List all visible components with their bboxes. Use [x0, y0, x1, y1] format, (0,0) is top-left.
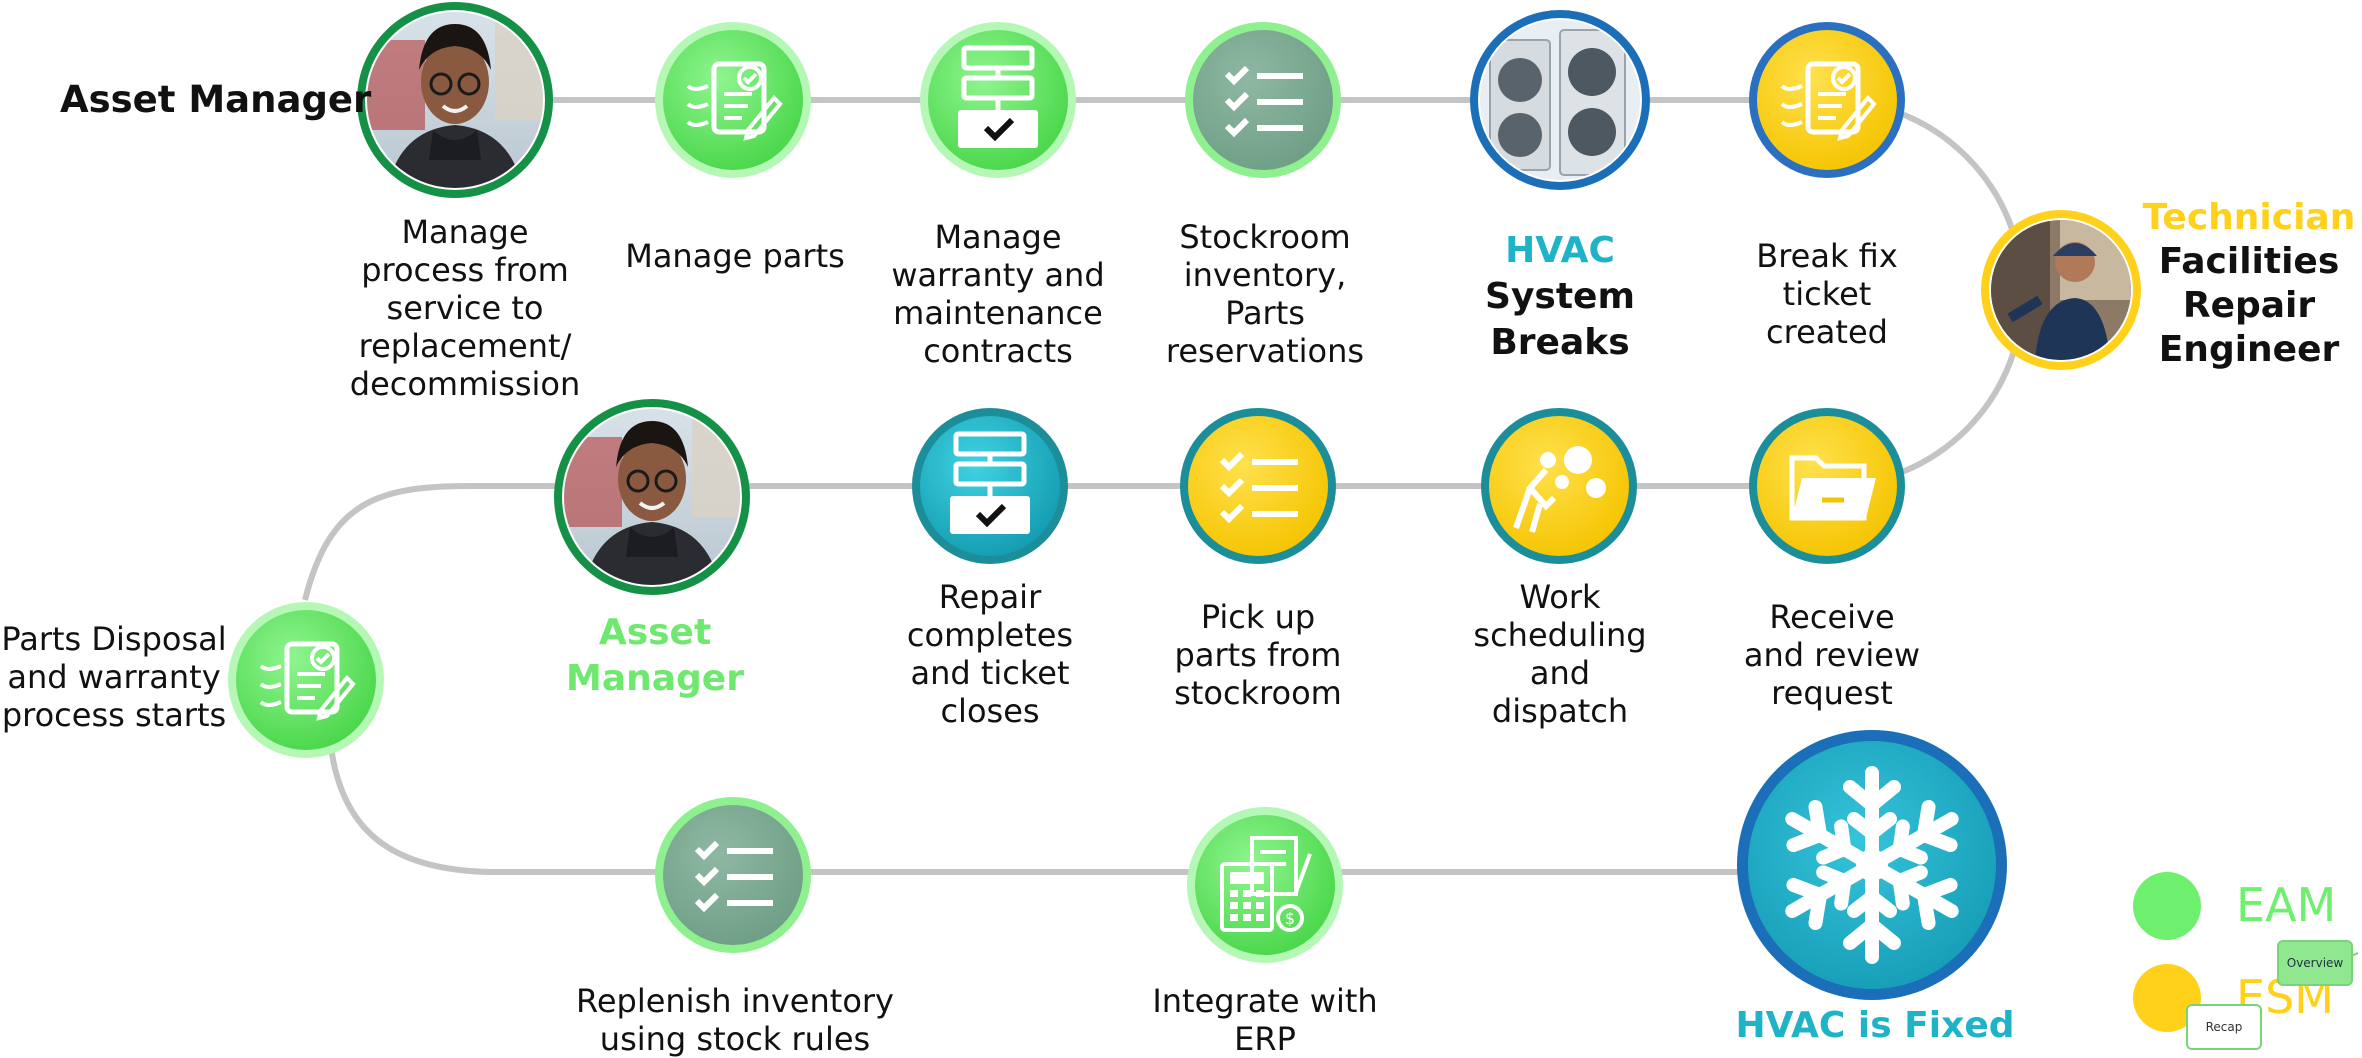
break-fix-node	[1749, 22, 1905, 178]
manage-parts-node	[655, 22, 811, 178]
hvac-units-photo	[1470, 10, 1650, 190]
step-manage-contracts: Manage warranty and maintenance contract…	[891, 218, 1105, 370]
step-parts-disposal: Parts Disposal and warranty process star…	[1, 620, 227, 734]
receive-review-node	[1749, 408, 1905, 564]
role-technician-word: Technician	[2142, 197, 2356, 238]
replenish-node	[655, 797, 811, 953]
system-breaks: System Breaks	[1485, 276, 1635, 363]
legend-eam-label: EAM	[2236, 878, 2337, 932]
hvac-prefix: HVAC	[1505, 230, 1615, 271]
snowflake-icon	[1781, 766, 1962, 957]
hvac-fixed-headline: HVAC is Fixed	[1735, 1005, 2015, 1046]
role-asset-manager-middle: Asset Manager	[566, 612, 744, 699]
step-replenish: Replenish inventory using stock rules	[576, 982, 894, 1058]
step-repair-completes: Repair completes and ticket closes	[906, 578, 1074, 730]
step-work-scheduling: Work scheduling and dispatch	[1473, 578, 1647, 730]
integrate-erp-node	[1187, 807, 1343, 963]
step-receive-review: Receive and review request	[1743, 598, 1921, 712]
repair-completes-node	[912, 408, 1068, 564]
step-stockroom: Stockroom inventory, Parts reservations	[1165, 218, 1365, 370]
asset-manager-photo-middle	[554, 399, 750, 595]
hvac-fixed-node	[1737, 730, 2007, 1000]
manage-contracts-node	[920, 22, 1076, 178]
overview-button[interactable]: Overview	[2277, 940, 2353, 986]
technician-photo	[1981, 210, 2141, 370]
step-manage-parts: Manage parts	[625, 237, 845, 275]
stockroom-node	[1185, 22, 1341, 178]
asset-manager-photo-top	[357, 2, 553, 198]
work-scheduling-node	[1481, 408, 1637, 564]
recap-button[interactable]: Recap	[2186, 1004, 2262, 1050]
role-technician-title: Facilities Repair Engineer	[2158, 241, 2340, 370]
step-manage-process: Manage process from service to replaceme…	[349, 213, 581, 403]
hvac-system-breaks-headline: HVAC System Breaks	[1430, 228, 1690, 366]
legend-esm-dot	[2133, 964, 2201, 1032]
step-pick-up-parts: Pick up parts from stockroom	[1174, 598, 1342, 712]
parts-disposal-node	[228, 602, 384, 758]
role-technician: Technician Facilities Repair Engineer	[2136, 196, 2362, 372]
legend-eam-dot	[2133, 872, 2201, 940]
role-asset-manager-top: Asset Manager	[60, 78, 372, 121]
step-integrate-erp: Integrate with ERP	[1152, 982, 1378, 1058]
pick-up-parts-node	[1180, 408, 1336, 564]
step-break-fix: Break fix ticket created	[1756, 237, 1898, 351]
